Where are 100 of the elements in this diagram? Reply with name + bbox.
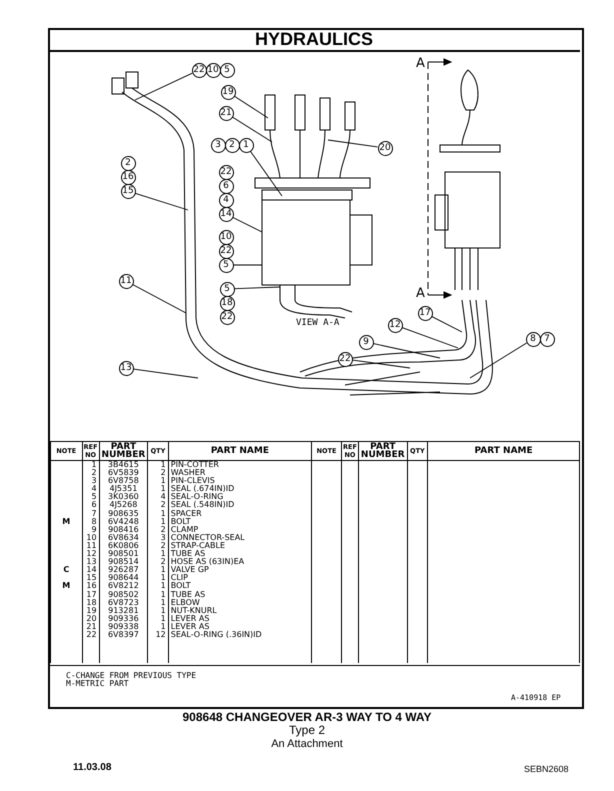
table-cell: 6V8397 [108, 630, 139, 640]
table-cell: 2 [160, 469, 166, 478]
callout-number: 22 [338, 352, 352, 366]
table-cell: VALVE GP [170, 566, 209, 574]
table-cell-text: 1 [160, 461, 166, 469]
table-cell: HOSE AS (63IN)EA [170, 558, 244, 566]
callout-number: 15 [120, 184, 136, 198]
leader-line [402, 327, 458, 348]
table-cell: 4J5351 [109, 485, 138, 494]
table-cell-text: 2 [160, 542, 166, 550]
table-cell: 2 [91, 469, 97, 478]
leader-line [134, 72, 193, 100]
table-cell: 12 [156, 630, 166, 640]
leader-line [134, 192, 188, 210]
column-header: PART NAME [210, 447, 269, 455]
callout-number: 11 [118, 274, 134, 288]
table-cell: 7 [91, 510, 97, 518]
table-cell: 14 [86, 566, 97, 574]
table-cell: 19 [86, 606, 97, 615]
leader-line [431, 316, 462, 332]
table-cell: 2 [160, 526, 166, 534]
table-cell: PIN-CLEVIS [170, 477, 215, 486]
table-cell: 1 [160, 566, 166, 574]
table-cell: 1 [160, 606, 166, 615]
view-label: VIEW A-A [296, 318, 340, 328]
callout-number: 5 [220, 62, 234, 78]
table-cell: 909338 [108, 622, 139, 631]
table-cell: 6V8758 [108, 477, 139, 486]
callout-number: 9 [358, 334, 374, 350]
callout-number: 22 [220, 310, 234, 324]
table-cell: SEAL-O-RING (.36IN)ID [170, 630, 262, 640]
table-cell: 15 [86, 574, 97, 582]
callout-number: 13 [118, 360, 134, 376]
table-cell: 1 [160, 477, 166, 486]
table-cell: 1 [160, 590, 166, 599]
table-cell: 3 [160, 534, 166, 542]
leader-line [250, 150, 282, 196]
table-cell: LEVER AS [170, 614, 210, 623]
table-cell: 2 [160, 558, 166, 566]
section-letter: A [416, 56, 425, 71]
table-cell: 22 [86, 630, 97, 640]
table-cell: LEVER AS [170, 622, 210, 631]
table-cell: 908514 [108, 558, 139, 566]
leader-line [372, 343, 440, 358]
page-date: 11.03.08 [73, 762, 112, 773]
note-text: M-METRIC PART [66, 679, 129, 688]
table-cell: 20 [86, 614, 97, 623]
callout-number: 20 [378, 140, 392, 156]
callout-number: 18 [220, 296, 234, 310]
callout-number: 5 [220, 282, 234, 296]
callout-number: 22 [218, 244, 234, 258]
table-cell: 9 [91, 526, 97, 534]
leader-line [234, 286, 280, 290]
leader-line [132, 368, 198, 378]
table-cell: 10 [86, 534, 97, 542]
table-cell: 5 [91, 493, 97, 502]
table-cell: 908644 [108, 574, 139, 582]
table-cell-text: 11 [86, 542, 97, 550]
table-cell: 4 [91, 485, 97, 494]
table-cell: ELBOW [170, 598, 200, 607]
table-cell-text: 3B4615 [108, 461, 139, 469]
column-header: PART NAME [474, 447, 533, 455]
leader-line [470, 342, 528, 378]
subtitle: Type 2 [288, 723, 326, 737]
table-cell: 2 [160, 501, 166, 510]
leader-line [232, 216, 262, 232]
table-cell: 1 [160, 582, 166, 590]
table-cell: TUBE AS [170, 590, 206, 599]
table-cell: M [62, 518, 70, 526]
table-cell: 1 [160, 510, 166, 518]
table-cell: 13 [86, 558, 97, 566]
callout-number: 2 [120, 156, 136, 170]
section-letter: A [416, 286, 425, 301]
leader-line [132, 284, 186, 314]
table-cell: SEAL-O-RING [170, 493, 224, 502]
table-cell: 913281 [108, 606, 139, 615]
column-header: PART NUMBER [360, 443, 406, 459]
table-cell: 1 [160, 574, 166, 582]
table-cell: M [62, 582, 70, 590]
page-title: HYDRAULICS [48, 28, 580, 52]
table-cell: 908501 [108, 550, 139, 558]
leader-line [233, 264, 262, 266]
table-cell-text: PIN-COTTER [170, 461, 219, 469]
callout-number: 3 [210, 138, 226, 152]
table-cell: 18 [86, 598, 97, 607]
table-cell: 1 [160, 518, 166, 526]
table-cell: 1 [160, 550, 166, 558]
callout-number: 5 [218, 258, 234, 272]
table-cell: 12 [86, 550, 97, 558]
table-cell: 909336 [108, 614, 139, 623]
table-cell: CLAMP [170, 526, 198, 534]
table-cell-text: 6K0806 [108, 542, 139, 550]
table-cell: 1 [160, 622, 166, 631]
callout-number: 17 [418, 306, 432, 320]
callout-number: 4 [218, 192, 234, 208]
table-cell: 908635 [108, 510, 139, 518]
callout-number: 16 [120, 170, 136, 184]
table-cell: 17 [86, 590, 97, 599]
callout-number: 22 [192, 62, 206, 78]
table-cell: 1 [160, 485, 166, 494]
